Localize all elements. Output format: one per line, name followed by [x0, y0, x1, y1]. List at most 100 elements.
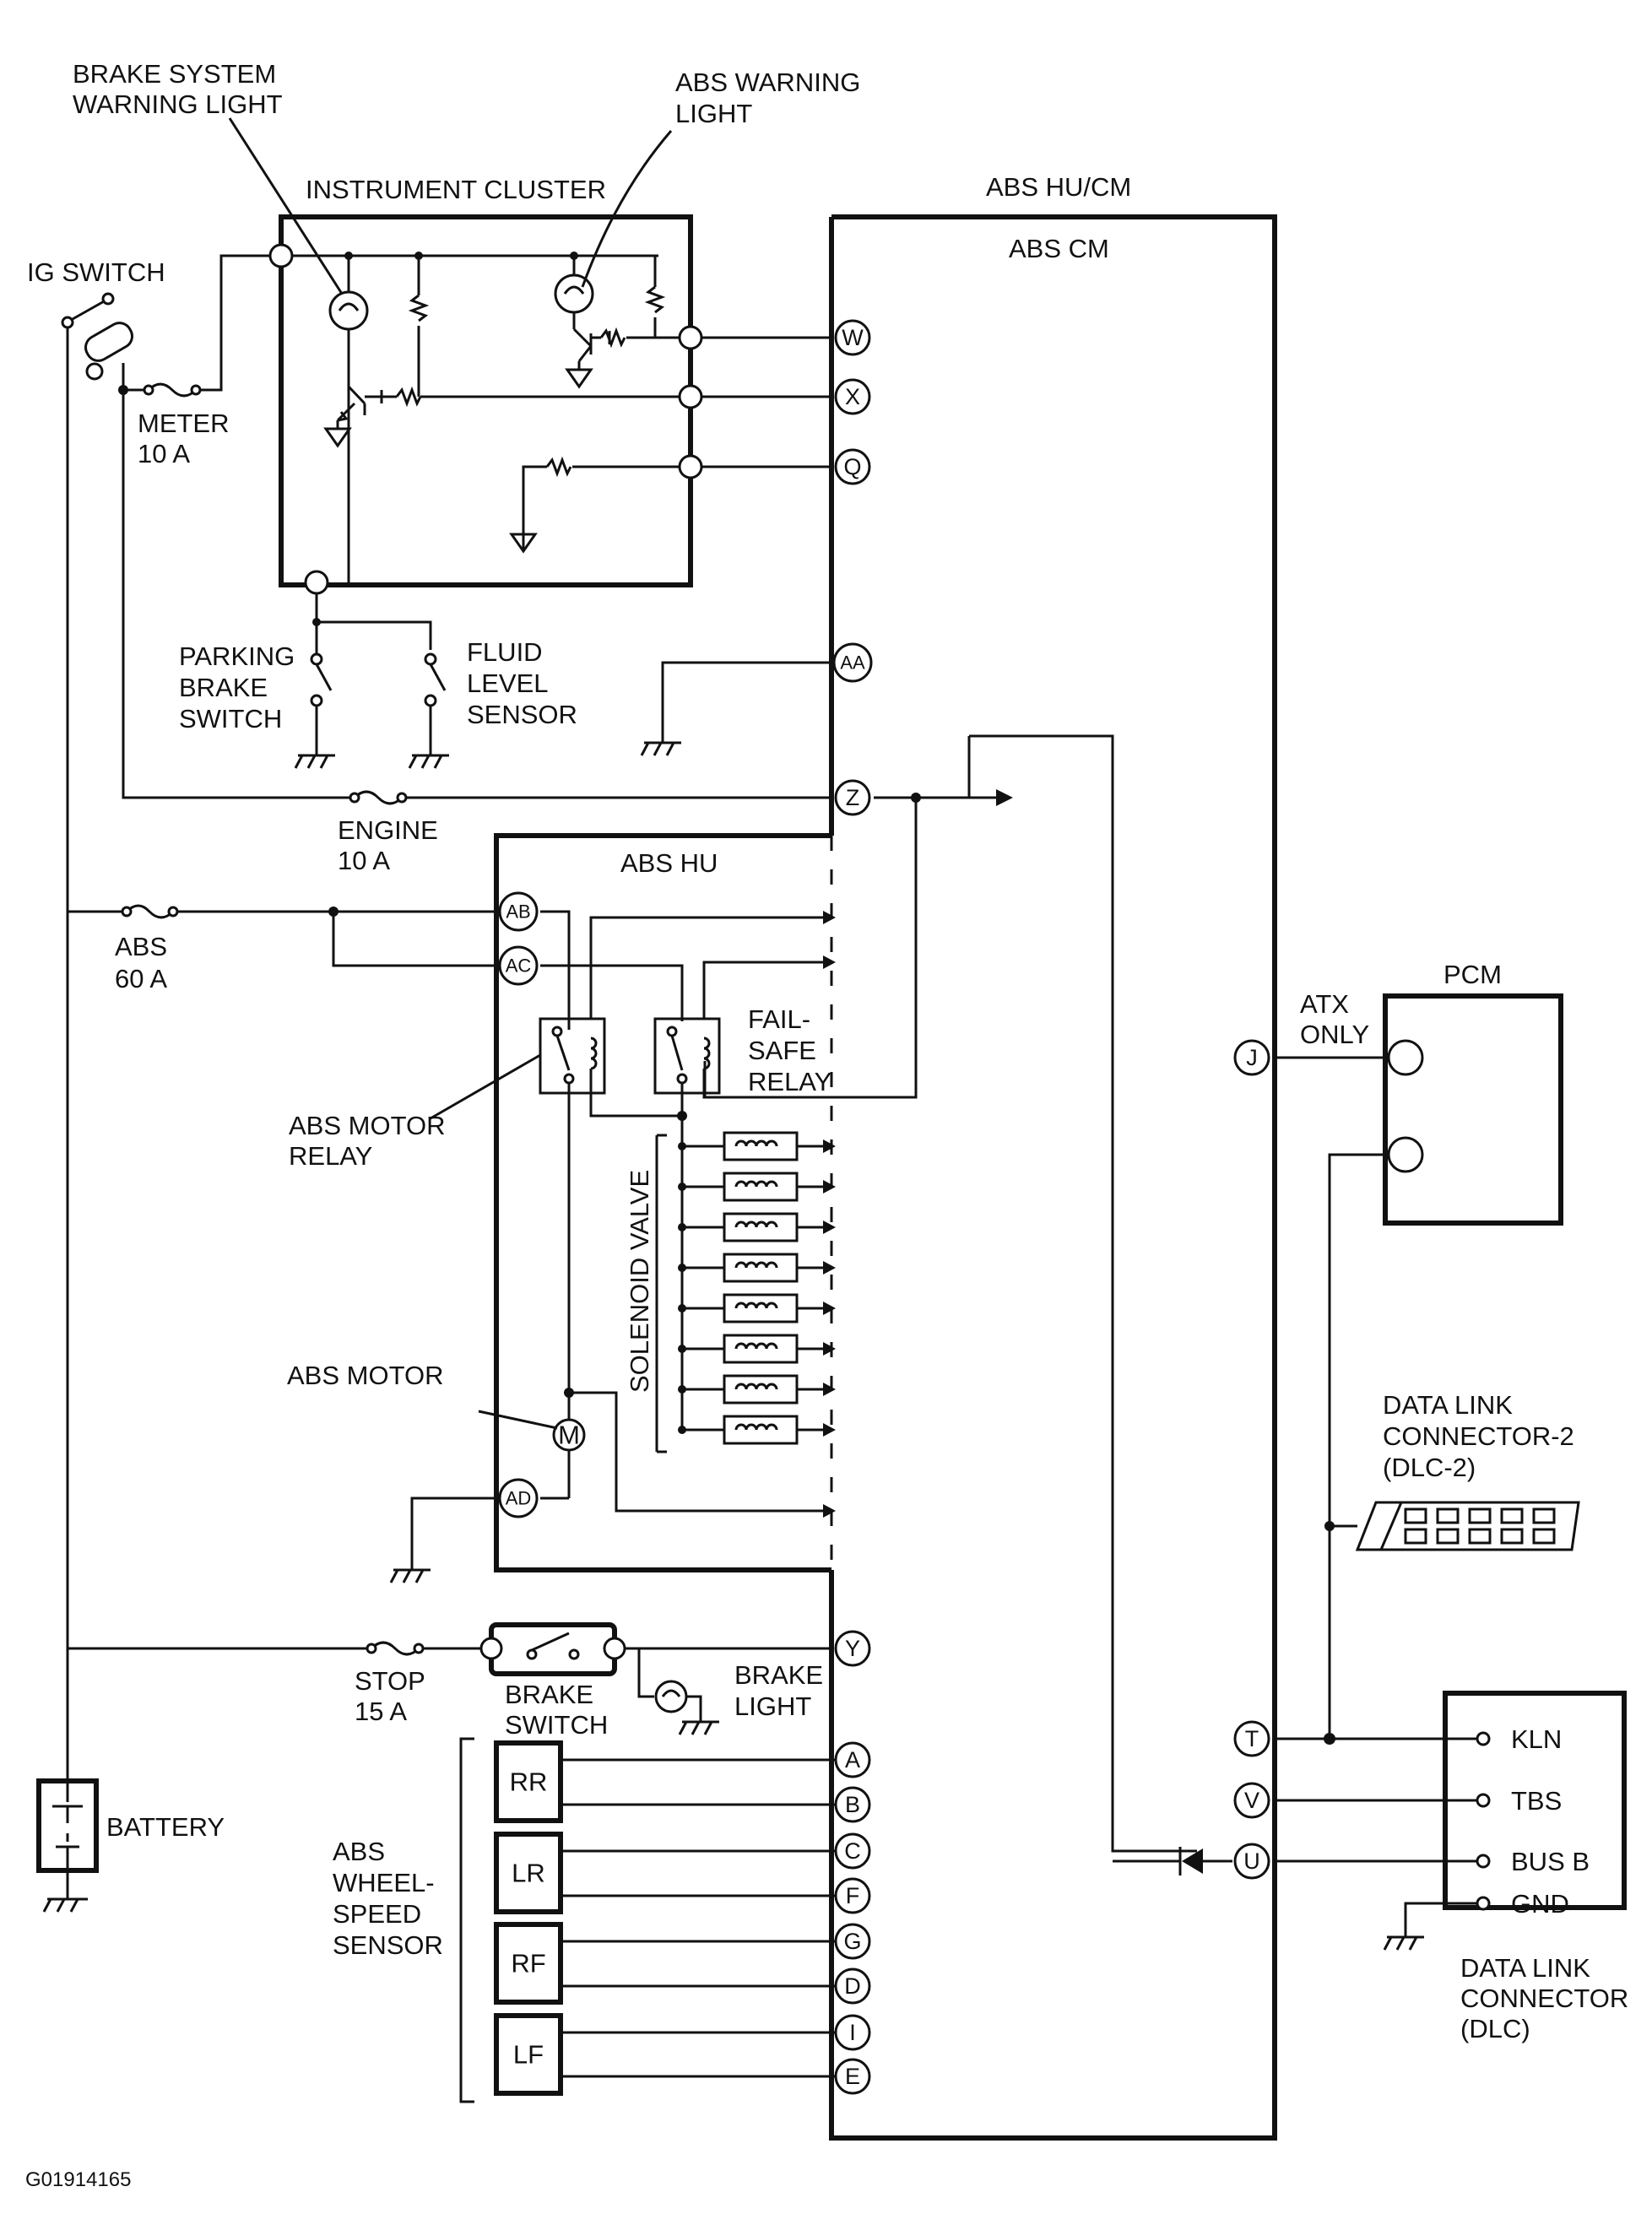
- svg-text:E: E: [845, 2064, 860, 2089]
- svg-text:U: U: [1243, 1848, 1260, 1874]
- instrument-cluster-label: INSTRUMENT CLUSTER: [306, 175, 606, 204]
- instrument-cluster-box: [279, 214, 693, 587]
- dlc2-label: DATA LINK CONNECTOR-2 (DLC-2): [1383, 1390, 1581, 1482]
- pin-T: T: [1233, 1720, 1270, 1757]
- abs-hu-internals: [539, 910, 916, 1453]
- svg-text:G: G: [843, 1929, 861, 1954]
- solenoid-coil: [678, 1212, 836, 1242]
- dlc-label: DATA LINK CONNECTOR (DLC): [1460, 1953, 1636, 2043]
- dlc-terminal-kln: KLN: [1511, 1724, 1562, 1754]
- svg-text:AA: AA: [840, 652, 865, 674]
- pin-AA: AA: [832, 642, 873, 683]
- sensor-lr: LR: [494, 1832, 836, 1914]
- leader-lines: [228, 117, 673, 1120]
- aa-ground: [640, 661, 831, 756]
- sensor-rf: RF: [494, 1922, 836, 2005]
- ig-switch-label: IG SWITCH: [27, 257, 165, 287]
- abs-hu-box: [494, 833, 831, 1572]
- svg-text:AB: AB: [506, 901, 530, 923]
- pcm-dlc-wiring: [1113, 1039, 1580, 1951]
- svg-text:Q: Q: [843, 454, 861, 479]
- brake-switch-label: BRAKE SWITCH: [505, 1680, 608, 1740]
- solenoid-valves: [678, 1131, 836, 1445]
- battery-symbol: [36, 1778, 99, 1913]
- abs-wheel-speed-sensor-label: ABS WHEEL- SPEED SENSOR: [333, 1837, 443, 1960]
- pin-W: W: [834, 319, 871, 356]
- brake-switch-light: [479, 1622, 831, 1735]
- pin-AD: AD: [498, 1478, 539, 1518]
- svg-text:Z: Z: [846, 785, 860, 810]
- sensor-label: LF: [513, 2040, 544, 2070]
- sensor-label: RR: [510, 1767, 548, 1797]
- sensor-rr: RR: [494, 1740, 836, 1823]
- pin-C: C: [834, 1832, 871, 1870]
- atx-only-label: ATX ONLY: [1300, 989, 1369, 1049]
- svg-text:J: J: [1246, 1045, 1258, 1070]
- pin-V: V: [1233, 1782, 1270, 1819]
- fail-safe-relay-label: FAIL- SAFE RELAY: [748, 1004, 831, 1096]
- sensor-label: LR: [512, 1859, 545, 1888]
- pin-Q: Q: [834, 448, 871, 485]
- dlc-terminal-bus-b: BUS B: [1511, 1847, 1590, 1876]
- svg-text:B: B: [845, 1792, 860, 1817]
- sensor-lf: LF: [494, 2013, 836, 2096]
- engine-feed-wire: [122, 390, 831, 799]
- pin-Z: Z: [834, 779, 871, 816]
- solenoid-coil: [678, 1374, 836, 1405]
- abs-hu-cm-box: [829, 214, 1277, 2141]
- parking-brake-switch-label: PARKING BRAKE SWITCH: [179, 641, 302, 733]
- instrument-cluster-internals: [268, 243, 703, 595]
- abs-feed-branch: [332, 912, 496, 967]
- meter-fuse: [147, 382, 198, 398]
- pin-I: I: [834, 2014, 871, 2051]
- solenoid-valve-label: SOLENOID VALVE: [625, 1170, 654, 1393]
- stop-fuse: [370, 1641, 420, 1656]
- abs-fuse: [125, 904, 175, 919]
- pin-B: B: [834, 1786, 871, 1823]
- dlc2-pins: [1404, 1507, 1556, 1545]
- abs-hu-cm-label: ABS HU/CM: [986, 172, 1131, 202]
- brake-system-warning-light-label: BRAKE SYSTEM WARNING LIGHT: [73, 59, 284, 119]
- motor-symbol-label: M: [558, 1421, 580, 1450]
- abs-fuse-label: ABS 60 A: [115, 932, 175, 993]
- svg-text:V: V: [1244, 1788, 1259, 1813]
- svg-text:W: W: [842, 325, 864, 350]
- pin-AC: AC: [498, 945, 539, 986]
- solenoid-coil: [678, 1415, 836, 1445]
- engine-fuse: [353, 790, 404, 805]
- svg-text:D: D: [844, 1973, 861, 1999]
- stop-fuse-label: STOP 15 A: [355, 1666, 432, 1726]
- figure-id: G01914165: [25, 2168, 131, 2191]
- pcm-label: PCM: [1443, 960, 1502, 989]
- svg-text:A: A: [845, 1747, 860, 1773]
- pin-Y: Y: [834, 1630, 871, 1667]
- pin-A: A: [834, 1741, 871, 1778]
- pin-G: G: [834, 1923, 871, 1960]
- abs-warning-light-label: ABS WARNING LIGHT: [675, 68, 868, 128]
- dlc-terminal-gnd: GND: [1511, 1889, 1569, 1919]
- ig-switch-symbol: [61, 292, 133, 381]
- solenoid-coil: [678, 1293, 836, 1323]
- engine-fuse-label: ENGINE 10 A: [338, 815, 445, 875]
- pin-D: D: [834, 1967, 871, 2005]
- pcm-box: [1383, 993, 1563, 1226]
- solenoid-coil: [678, 1253, 836, 1283]
- pin-X: X: [834, 378, 871, 415]
- brake-light-label: BRAKE LIGHT: [734, 1660, 831, 1721]
- abs-motor-label: ABS MOTOR: [287, 1361, 443, 1390]
- fluid-level-sensor-label: FLUID LEVEL SENSOR: [467, 637, 577, 729]
- pin-J: J: [1233, 1039, 1270, 1076]
- svg-text:AC: AC: [506, 955, 532, 977]
- solenoid-coil: [678, 1131, 836, 1161]
- svg-text:C: C: [844, 1838, 861, 1864]
- wheel-speed-sensors: RR LR RF LF: [494, 1740, 836, 2096]
- sensor-label: RF: [511, 1949, 545, 1978]
- abs-hu-label: ABS HU: [620, 848, 718, 878]
- svg-text:T: T: [1245, 1726, 1259, 1751]
- pin-E: E: [834, 2058, 871, 2095]
- battery-label: BATTERY: [106, 1812, 225, 1842]
- svg-text:I: I: [849, 2020, 856, 2045]
- abs-cm-label: ABS CM: [1009, 234, 1109, 263]
- pin-AB: AB: [498, 891, 539, 932]
